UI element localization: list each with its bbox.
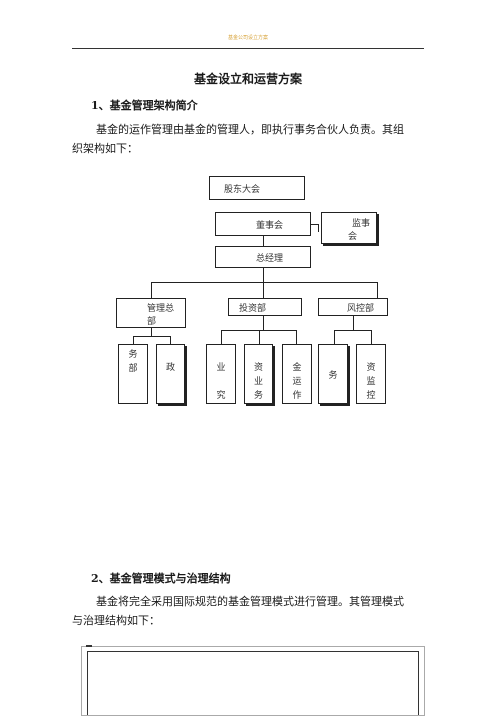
org-sub-5-line-3: 作 bbox=[292, 391, 302, 401]
connector-admin-sub bbox=[151, 328, 152, 336]
connector-admin-sub-h bbox=[133, 336, 171, 337]
connector-invest-sub bbox=[263, 316, 264, 330]
org-sub-3-line-3: 究 bbox=[216, 391, 226, 401]
section2-line2: 与治理结构如下： bbox=[72, 614, 160, 627]
org-invest-label: 投资部 bbox=[239, 304, 267, 314]
org-sub-box-6: 务 bbox=[318, 344, 348, 404]
governance-diagram-inner bbox=[87, 651, 419, 715]
org-sub-2-line-1: 政 bbox=[165, 363, 175, 373]
org-sub-3-line-2 bbox=[207, 375, 235, 389]
org-sub-box-1: 务 部 bbox=[118, 344, 148, 404]
page-header: 基金公司设立方案 bbox=[72, 35, 424, 49]
org-sub-5-text: 金 运 作 bbox=[283, 345, 311, 403]
org-box-invest: 投资部 bbox=[228, 298, 302, 316]
org-sub-7-line-3: 控 bbox=[366, 391, 376, 401]
org-admin-label-1: 管理总 bbox=[147, 304, 175, 314]
section2-heading: 2、基金管理模式与治理结构 bbox=[91, 572, 231, 585]
org-box-supervisors: 监事 会 bbox=[321, 212, 377, 244]
org-risk-label: 风控部 bbox=[347, 304, 375, 314]
org-admin-label-2: 部 bbox=[147, 317, 157, 327]
org-box-gm: 总经理 bbox=[215, 246, 311, 268]
org-board-label: 董事会 bbox=[256, 221, 284, 231]
connector-board-supervisors-v bbox=[318, 224, 319, 232]
org-box-board: 董事会 bbox=[215, 212, 311, 236]
connector-sub6 bbox=[334, 330, 335, 344]
header-text: 基金公司设立方案 bbox=[227, 35, 268, 41]
connector-sub2 bbox=[170, 336, 171, 344]
section2-paragraph: 基金将完全采用国际规范的基金管理模式进行管理。其管理模式 与治理结构如下： bbox=[72, 592, 428, 630]
org-sub-4-line-1: 资 bbox=[253, 363, 263, 373]
org-supervisors-label-2: 会 bbox=[348, 232, 358, 242]
org-sub-box-3: 业 究 bbox=[206, 344, 236, 404]
org-sub-box-5: 金 运 作 bbox=[282, 344, 312, 404]
org-gm-label: 总经理 bbox=[256, 254, 284, 264]
connector-board-gm bbox=[263, 236, 264, 246]
document-title: 基金设立和运营方案 bbox=[193, 72, 302, 86]
connector-sub5 bbox=[296, 330, 297, 344]
connector-depts-horizontal bbox=[151, 282, 378, 283]
connector-risk-sub-h bbox=[334, 330, 372, 331]
connector-dept-risk bbox=[377, 282, 378, 298]
section1-line2: 织架构如下： bbox=[72, 142, 138, 155]
org-sub-1-line-2: 部 bbox=[128, 364, 138, 374]
org-supervisors-label-1: 监事 bbox=[352, 219, 371, 229]
connector-board-supervisors bbox=[311, 224, 319, 225]
frame-corner-mark bbox=[86, 645, 92, 651]
org-sub-3-text: 业 究 bbox=[207, 345, 235, 403]
section1-line1: 基金的运作管理由基金的管理人，即执行事务合伙人负责。其组 bbox=[96, 123, 404, 136]
org-sub-5-line-1: 金 bbox=[292, 363, 302, 373]
connector-dept-invest bbox=[263, 282, 264, 298]
connector-dept-admin bbox=[151, 282, 152, 298]
section1-paragraph: 基金的运作管理由基金的管理人，即执行事务合伙人负责。其组 织架构如下： bbox=[72, 120, 428, 158]
org-sub-3-line-1: 业 bbox=[216, 363, 226, 373]
org-sub-4-text: 资 业 务 bbox=[245, 345, 272, 403]
governance-diagram-frame bbox=[81, 645, 425, 716]
org-sub-1-line-1: 务 bbox=[128, 350, 138, 360]
org-box-shareholders: 股东大会 bbox=[209, 176, 305, 200]
connector-sub4 bbox=[259, 330, 260, 344]
section2-line1: 基金将完全采用国际规范的基金管理模式进行管理。其管理模式 bbox=[96, 595, 404, 608]
org-box-admin: 管理总 部 bbox=[116, 298, 186, 328]
org-shareholders-label: 股东大会 bbox=[224, 185, 261, 195]
connector-gm-depts bbox=[263, 268, 264, 282]
org-sub-7-text: 资 监 控 bbox=[357, 345, 385, 403]
org-sub-5-line-2: 运 bbox=[292, 377, 302, 387]
org-sub-box-4: 资 业 务 bbox=[244, 344, 273, 404]
connector-risk-sub bbox=[353, 316, 354, 330]
org-box-risk: 风控部 bbox=[318, 298, 388, 316]
org-sub-box-2: 政 bbox=[156, 344, 185, 404]
org-sub-box-7: 资 监 控 bbox=[356, 344, 386, 404]
org-sub-4-line-2: 业 bbox=[253, 377, 263, 387]
org-sub-1-text: 务 部 bbox=[119, 345, 147, 376]
org-sub-7-line-1: 资 bbox=[366, 363, 376, 373]
connector-sub3 bbox=[221, 330, 222, 344]
org-sub-4-line-3: 务 bbox=[253, 391, 263, 401]
org-sub-7-line-2: 监 bbox=[366, 377, 376, 387]
connector-sub1 bbox=[133, 336, 134, 344]
connector-sub7 bbox=[371, 330, 372, 344]
org-sub-6-line-1: 务 bbox=[328, 371, 338, 381]
section1-heading: 1、基金管理架构简介 bbox=[91, 99, 198, 112]
